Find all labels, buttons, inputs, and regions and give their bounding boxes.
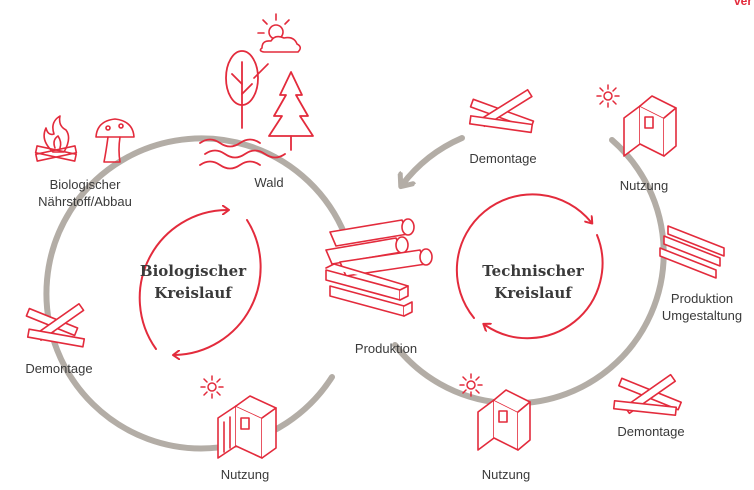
sun-icon xyxy=(200,375,224,399)
label-produktion-line1: Produktion xyxy=(670,291,734,306)
tree-icon xyxy=(225,50,314,151)
label-naehrstoff: Biologischer Nährstoff/Abbau xyxy=(20,176,150,210)
house-icon xyxy=(623,95,677,157)
label-demontage-bottom: Demontage xyxy=(617,424,685,439)
label-naehrstoff-line1: Biologischer xyxy=(49,177,121,192)
label-demontage-top: Demontage xyxy=(469,151,537,166)
logs-icon xyxy=(325,218,433,317)
sun-cloud-icon xyxy=(253,13,302,79)
label-wald: Wald xyxy=(254,175,284,190)
technical-title-line2: Kreislauf xyxy=(494,284,572,302)
technical-title: Technischer Kreislauf xyxy=(478,260,588,304)
house-icon xyxy=(217,395,277,459)
crossed-beams-icon xyxy=(25,303,86,348)
crossed-beams-icon xyxy=(468,88,535,134)
technical-title-line1: Technischer xyxy=(482,262,584,280)
technical-ring xyxy=(392,135,667,407)
label-nutzung-bottom-left: Nutzung xyxy=(220,467,270,482)
technical-cycle-arrow xyxy=(455,193,604,340)
sun-icon xyxy=(459,373,483,397)
label-naehrstoff-line2: Nährstoff/Abbau xyxy=(38,194,132,209)
label-produktion-umgestaltung: Produktion Umgestaltung xyxy=(650,290,754,324)
crossed-beams-icon xyxy=(612,373,682,417)
label-nutzung-bottom-right: Nutzung xyxy=(481,467,531,482)
label-produktion-center: Produktion xyxy=(354,341,418,356)
beams-icon xyxy=(659,225,725,279)
biological-title-line1: Biologischer xyxy=(139,262,247,280)
mushroom-icon xyxy=(95,118,135,163)
biological-title-line2: Kreislauf xyxy=(154,284,232,302)
biological-title: Biologischer Kreislauf xyxy=(128,260,258,304)
sun-icon xyxy=(596,84,620,108)
fire-icon xyxy=(34,115,78,162)
label-produktion-line2: Umgestaltung xyxy=(661,308,743,323)
label-demontage-left: Demontage xyxy=(25,361,93,376)
label-nutzung-top: Nutzung xyxy=(619,178,669,193)
corner-text: ver xyxy=(733,0,752,8)
water-icon xyxy=(199,138,286,170)
biological-cycle-arrow xyxy=(138,210,262,355)
house-icon xyxy=(477,389,531,451)
